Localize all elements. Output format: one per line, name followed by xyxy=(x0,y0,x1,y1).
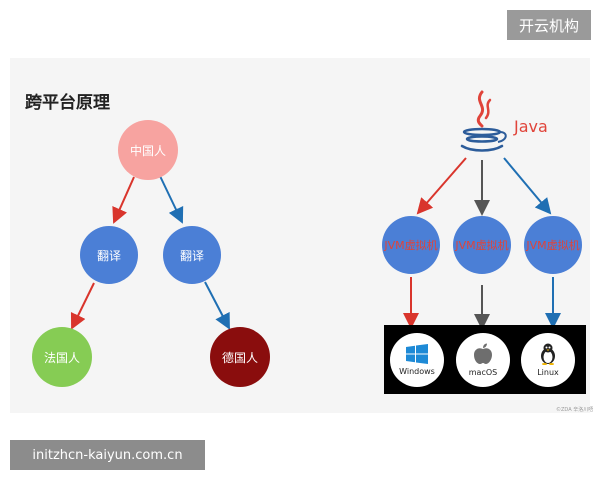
node-french: 法国人 xyxy=(32,327,92,387)
jvm-label: JVM虚拟机 xyxy=(455,239,509,252)
brand-badge: 开云机构 xyxy=(507,10,591,40)
diagram-title: 跨平台原理 xyxy=(25,93,110,113)
arrow-root-to-translator-right xyxy=(159,175,184,224)
arrow-java-to-jvm-right xyxy=(503,157,552,215)
os-macos: macOS xyxy=(456,333,510,387)
os-linux: Linux xyxy=(521,333,575,387)
os-windows: Windows xyxy=(390,333,444,387)
footer-url: initzhcn-kaiyun.com.cn xyxy=(10,440,205,470)
jvm-label: JVM虚拟机 xyxy=(384,239,438,252)
node-jvm-right: JVM虚拟机 xyxy=(524,216,582,274)
apple-icon xyxy=(474,343,492,364)
node-chinese: 中国人 xyxy=(118,120,178,180)
node-translator-right: 翻译 xyxy=(163,226,221,284)
java-label: Java xyxy=(514,117,548,136)
arrow-root-to-translator-left xyxy=(112,176,135,224)
node-translator-left: 翻译 xyxy=(80,226,138,284)
arrow-translator-to-german xyxy=(204,281,230,330)
jvm-label: JVM虚拟机 xyxy=(526,239,580,252)
node-jvm-left: JVM虚拟机 xyxy=(382,216,440,274)
windows-icon xyxy=(406,344,428,364)
penguin-icon xyxy=(541,343,555,365)
credit-text: ©ZDA 辛洛川唔 xyxy=(556,407,594,413)
os-label: Windows xyxy=(399,367,435,376)
arrow-java-to-jvm-left xyxy=(416,157,467,215)
arrow-translator-to-french xyxy=(70,282,95,330)
java-logo-icon xyxy=(460,90,507,152)
node-german: 德国人 xyxy=(210,327,270,387)
os-label: Linux xyxy=(537,368,559,377)
os-label: macOS xyxy=(468,368,498,377)
node-jvm-middle: JVM虚拟机 xyxy=(453,216,511,274)
